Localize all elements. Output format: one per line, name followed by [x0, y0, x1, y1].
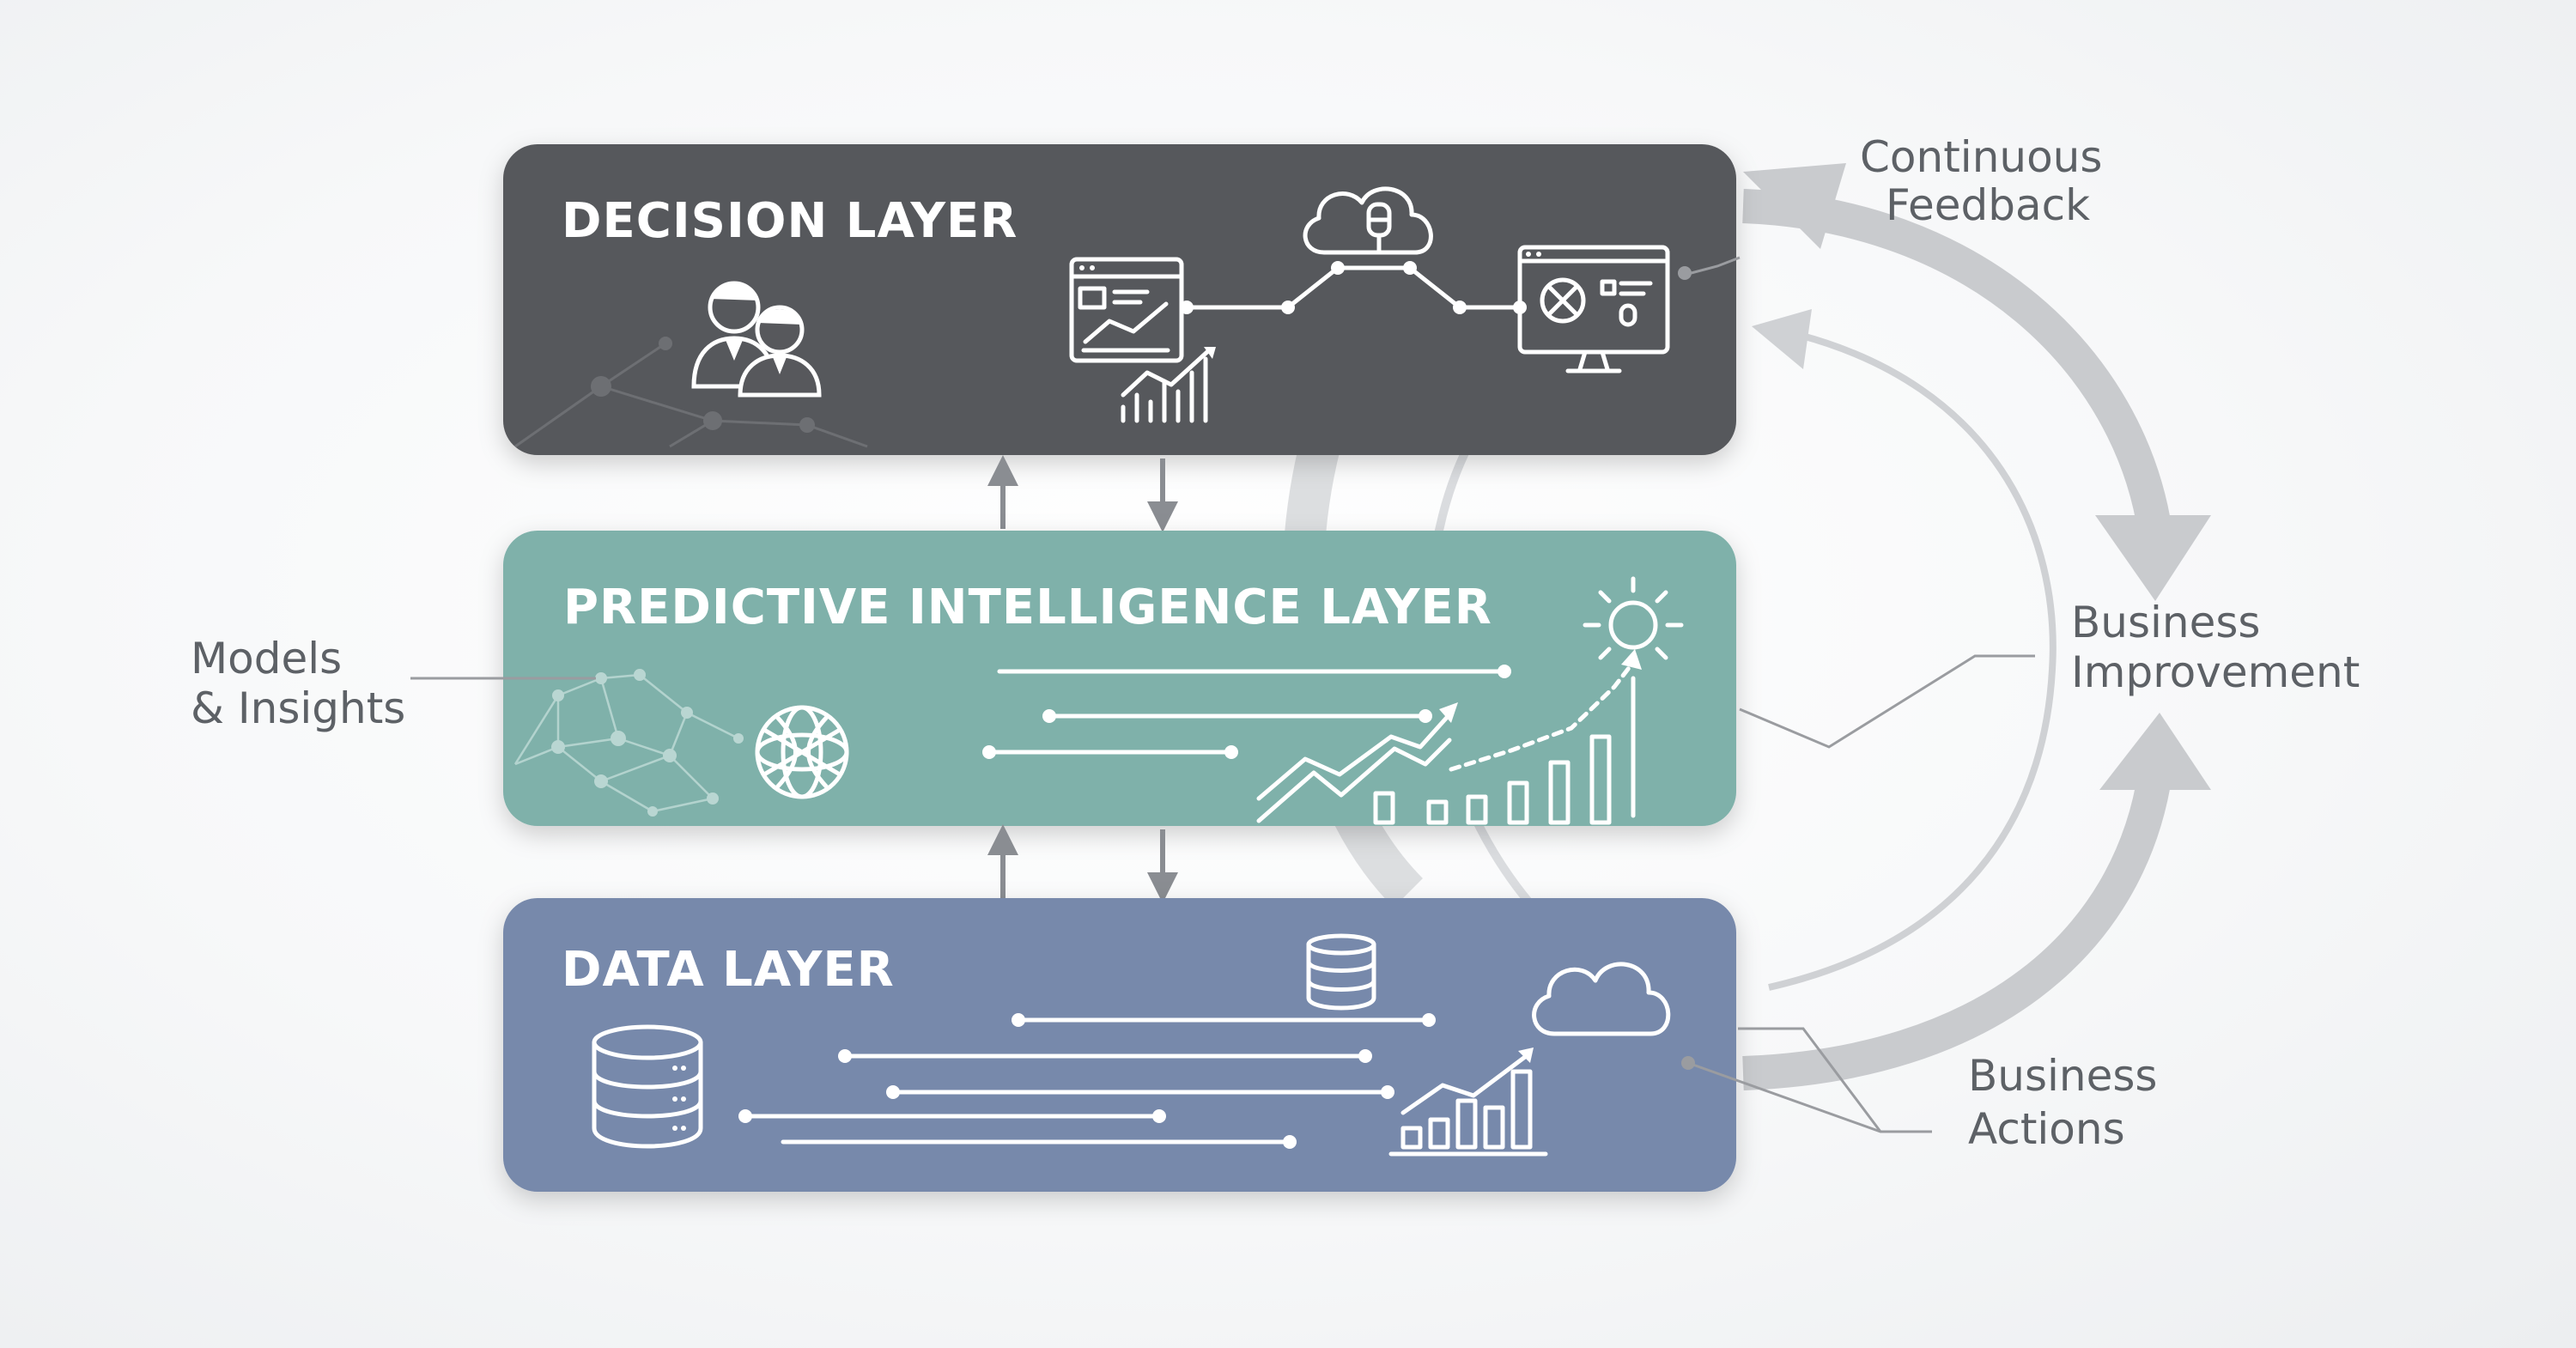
cycle-outer-arc	[1742, 189, 2172, 535]
arrows-decision-predictive	[987, 455, 1178, 532]
models-label-line2: & Insights	[191, 683, 405, 733]
actions-label-line1: Business	[1968, 1051, 2157, 1101]
growth-chart-icon	[1388, 1047, 1548, 1157]
models-label-line1: Models	[191, 634, 342, 683]
data-streams	[738, 1013, 1436, 1149]
arrows-predictive-data	[987, 824, 1178, 903]
business-improvement-annotation: Business Improvement	[1739, 598, 2360, 749]
feedback-label-line2: Feedback	[1886, 180, 2090, 230]
actions-label-line2: Actions	[1968, 1104, 2125, 1154]
sun-insight-icon	[1583, 576, 1684, 660]
decision-connection-line	[1180, 261, 1527, 314]
models-insights-annotation: Models & Insights	[191, 634, 596, 733]
data-layer[interactable]: DATA LAYER	[503, 898, 1736, 1192]
improvement-connector	[1739, 654, 2035, 749]
cycle-arrowhead-up	[2099, 713, 2211, 790]
cycle-lower-arc	[1742, 770, 2172, 1090]
monitor-analytics-icon	[1517, 245, 1670, 373]
predictive-layer-panel	[503, 531, 1736, 826]
data-layer-title: DATA LAYER	[562, 942, 895, 998]
people-icon	[691, 281, 822, 398]
cloud-database-icon	[1303, 186, 1433, 255]
neural-network-decoration	[513, 669, 744, 817]
business-actions-annotation: Business Actions	[1681, 1027, 2157, 1154]
cycle-arrowhead-down	[2095, 515, 2211, 601]
feedback-label-line1: Continuous	[1860, 132, 2102, 182]
feedback-connector	[1684, 256, 1741, 276]
actions-connector-2	[1738, 1027, 1882, 1132]
cycle-inner-arrowhead	[1752, 309, 1812, 369]
cycle-arrowhead-left	[1743, 163, 1846, 249]
cycle-inner-arc	[1768, 331, 2057, 991]
bar-chart-icon	[1121, 347, 1216, 423]
trend-chart-icon	[1256, 649, 1642, 825]
improvement-label-line1: Business	[2071, 598, 2260, 647]
predictive-data-streams	[982, 665, 1511, 759]
improvement-label-line2: Improvement	[2071, 647, 2360, 697]
predictive-layer-title: PREDICTIVE INTELLIGENCE LAYER	[563, 580, 1492, 635]
decision-network-decoration	[514, 337, 868, 448]
decision-layer[interactable]: DECISION LAYER	[503, 144, 1736, 455]
cloud-icon	[1532, 962, 1671, 1036]
predictive-intelligence-layer[interactable]: PREDICTIVE INTELLIGENCE LAYER	[503, 531, 1736, 826]
decision-layer-panel	[503, 144, 1736, 455]
database-icon-large	[592, 1024, 703, 1149]
decision-layer-title: DECISION LAYER	[562, 193, 1018, 249]
globe-icon	[755, 705, 849, 799]
database-icon-small	[1306, 933, 1376, 1011]
dashboard-window-icon	[1069, 257, 1184, 363]
continuous-feedback-annotation: Continuous Feedback	[1678, 132, 2102, 280]
